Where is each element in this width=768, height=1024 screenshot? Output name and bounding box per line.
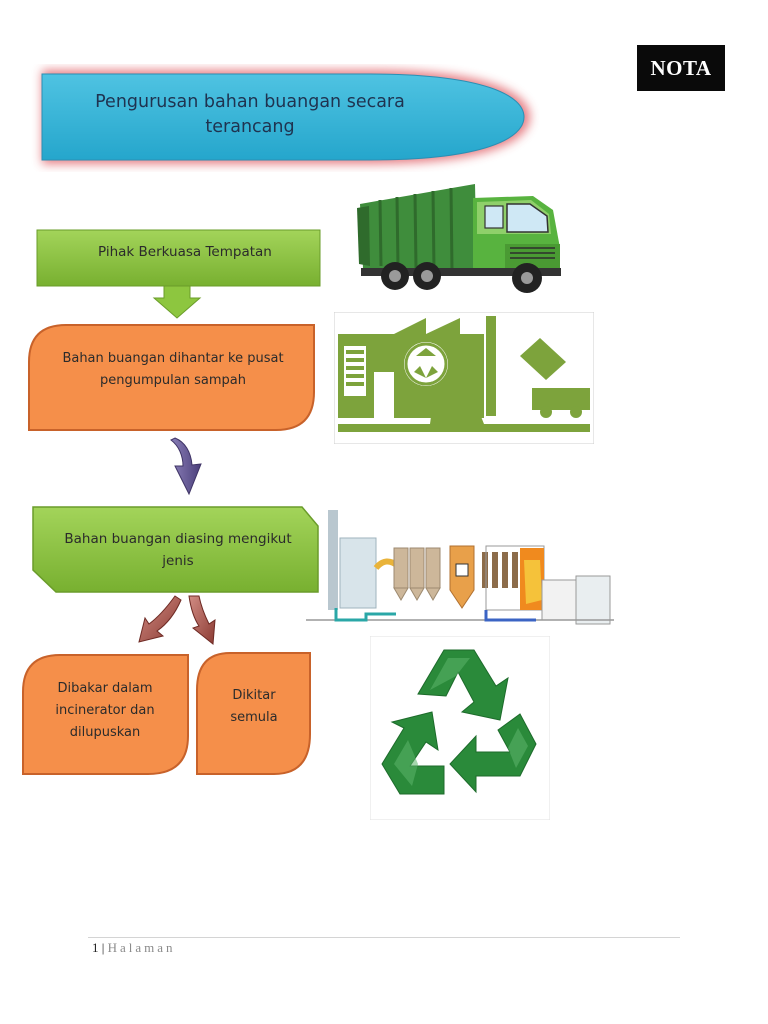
- step4a-line-3: dilupuskan: [69, 725, 141, 740]
- step2-box: [28, 324, 315, 431]
- step4b-box: [196, 652, 311, 775]
- footer-label: Halaman: [107, 940, 176, 955]
- step2-label: Bahan buangan dihantar ke pusat pengumpu…: [48, 348, 298, 392]
- title-banner: [41, 70, 530, 164]
- step3-line-1: Bahan buangan diasing mengikut: [64, 531, 292, 547]
- title-line-1: Pengurusan bahan buangan secara: [95, 92, 405, 112]
- step4a-line-1: Dibakar dalam: [57, 681, 153, 696]
- split-arrows-icon: [138, 595, 216, 645]
- step3-box: [32, 506, 319, 593]
- step4a-box: [22, 654, 189, 775]
- step4b-line-1: Dikitar: [232, 688, 276, 703]
- garbage-truck-image: [357, 184, 561, 293]
- recycle-icon: [370, 636, 550, 820]
- step2-line-2: pengumpulan sampah: [100, 373, 246, 388]
- recycling-facility-image: [334, 312, 594, 444]
- page-title: Pengurusan bahan buangan secara terancan…: [60, 90, 440, 140]
- down-arrow-icon: [170, 437, 202, 496]
- page-footer: 1 | Halaman: [92, 940, 176, 956]
- footer-separator: |: [101, 940, 105, 955]
- step4b-label: Dikitar semula: [214, 685, 294, 729]
- step3-line-2: jenis: [162, 553, 194, 569]
- step3-label: Bahan buangan diasing mengikut jenis: [60, 528, 296, 572]
- step4a-label: Dibakar dalam incinerator dan dilupuskan: [40, 678, 170, 744]
- footer-divider: [88, 937, 680, 938]
- step2-line-1: Bahan buangan dihantar ke pusat: [62, 351, 284, 366]
- page-number: 1: [92, 940, 99, 955]
- nota-badge: NOTA: [637, 45, 725, 91]
- step4b-line-2: semula: [230, 710, 278, 725]
- step1-box: [36, 229, 321, 319]
- incinerator-plant-image: [306, 510, 614, 625]
- step1-label: Pihak Berkuasa Tempatan: [98, 244, 272, 260]
- step4a-line-2: incinerator dan: [55, 703, 155, 718]
- title-line-2: terancang: [205, 117, 295, 137]
